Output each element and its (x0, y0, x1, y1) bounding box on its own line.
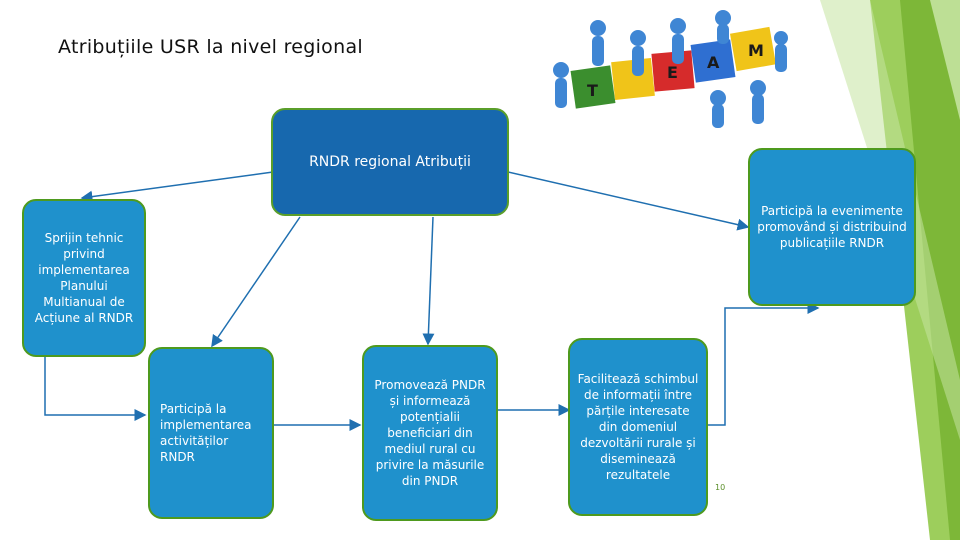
node-sprijin-label: Sprijin tehnic privind implementarea Pla… (34, 231, 134, 325)
node-faciliteaza-label: Facilitează schimbul de informații între… (577, 372, 699, 482)
node-promoveaza-label: Promovează PNDR și informează potențiali… (374, 378, 486, 488)
team-letter-a: A (707, 53, 720, 72)
team-letter-e: E (667, 63, 678, 82)
node-promoveaza-pndr: Promovează PNDR și informează potențiali… (362, 345, 498, 521)
node-faciliteaza-schimbul: Facilitează schimbul de informații între… (568, 338, 708, 516)
page-number: 10 (715, 483, 726, 492)
node-sprijin-tehnic: Sprijin tehnic privind implementarea Pla… (22, 199, 146, 357)
node-participa-even-label: Participă la evenimente promovând și dis… (757, 204, 907, 250)
node-participa-impl-label: Participă la implementarea activităților… (160, 402, 252, 464)
root-node-rndr: RNDR regional Atribuții (271, 108, 509, 216)
node-participa-evenimente: Participă la evenimente promovând și dis… (748, 148, 916, 306)
team-puzzle-image: T E A M (543, 8, 793, 130)
node-participa-implementare: Participă la implementarea activităților… (148, 347, 274, 519)
team-letter-t: T (587, 81, 598, 100)
page-title: Atribuțiile USR la nivel regional (58, 36, 363, 58)
root-node-label: RNDR regional Atribuții (309, 154, 471, 170)
team-letter-m: M (748, 41, 764, 60)
